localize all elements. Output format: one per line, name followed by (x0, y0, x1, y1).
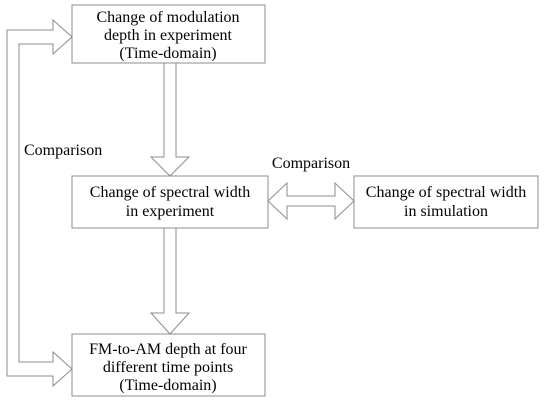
modulation-depth-line-3: (Time-domain) (119, 45, 216, 62)
spectral-width-simulation-line-1: Change of spectral width (366, 184, 526, 201)
box-fm-to-am-depth (71, 333, 266, 397)
double-arrow-experiment-simulation (267, 181, 355, 221)
box-spectral-width-simulation (353, 175, 539, 229)
spectral-width-simulation-line-2: in simulation (404, 203, 488, 220)
fm-to-am-depth-line-1: FM-to-AM depth at four (89, 341, 247, 358)
modulation-depth-line-1: Change of modulation (96, 9, 239, 26)
spectral-width-experiment-line-1: Change of spectral width (90, 184, 250, 201)
modulation-depth-line-2: depth in experiment (104, 27, 233, 44)
arrow-middle-to-bottom (149, 227, 191, 335)
fm-to-am-depth-line-2: different time points (103, 359, 233, 376)
box-spectral-width-experiment (71, 175, 269, 229)
left-comparison-label: Comparison (24, 142, 102, 159)
box-modulation-depth-experiment (71, 4, 266, 64)
fm-to-am-depth-line-3: (Time-domain) (119, 377, 216, 394)
arrow-top-to-middle (149, 62, 191, 177)
spectral-width-experiment-line-2: in experiment (126, 203, 215, 220)
left-comparison-bracket (6, 18, 73, 388)
middle-comparison-label: Comparison (272, 155, 350, 172)
